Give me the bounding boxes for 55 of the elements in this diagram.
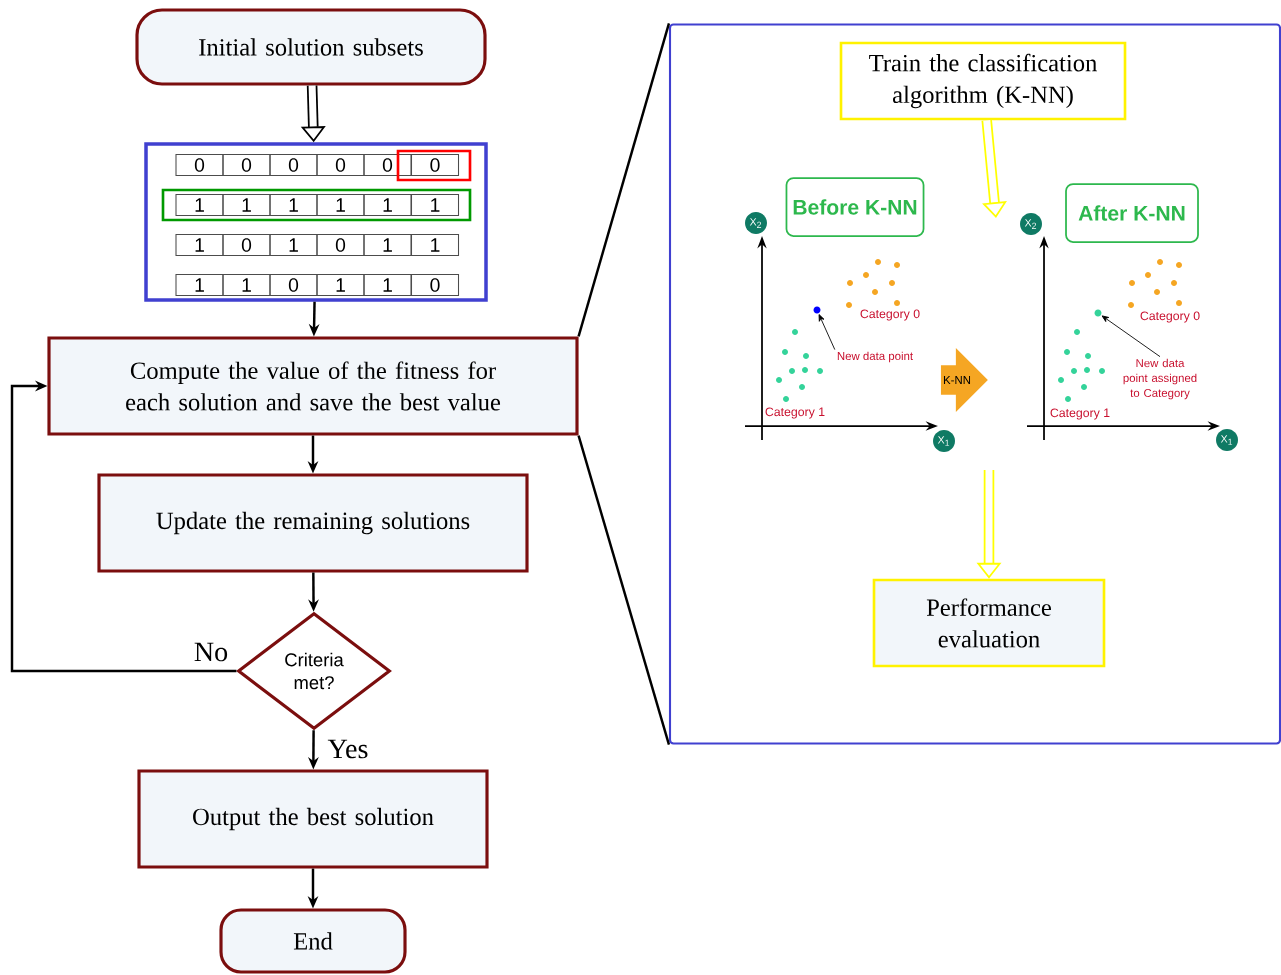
callout-text: New data point: [837, 351, 913, 363]
matrix-cell: 1: [175, 234, 224, 257]
edge-label: Yes: [327, 739, 368, 759]
leader-line: [1101, 315, 1161, 358]
heading-box: After K-NN: [1065, 183, 1199, 243]
category-label: Category 0: [1140, 311, 1200, 323]
data-point: [1094, 309, 1102, 317]
binary-matrix-box: [144, 142, 488, 302]
matrix-cell: 0: [269, 154, 318, 177]
matrix-cell: 0: [410, 154, 460, 177]
matrix-cell: 1: [316, 274, 365, 297]
axis-badge: X$_{2}$: [1020, 213, 1042, 235]
step-box: Train the classification algorithm (K-NN): [839, 41, 1127, 121]
matrix-cell: 0: [316, 234, 365, 257]
axis-badge: X$_{1}$: [933, 430, 955, 452]
matrix-cell: 0: [222, 234, 271, 257]
matrix-cell: 1: [363, 274, 412, 297]
heading-box: Before K-NN: [785, 177, 925, 237]
matrix-cell: 1: [175, 194, 224, 217]
matrix-cell: 1: [222, 274, 271, 297]
matrix-cell: 0: [269, 274, 318, 297]
matrix-cell: 1: [269, 194, 318, 217]
matrix-cell: 0: [363, 154, 412, 177]
edge-label: No: [194, 642, 228, 662]
arrow: [10, 380, 237, 673]
category-label: Category 1: [765, 407, 825, 419]
category-label: Category 1: [1050, 408, 1110, 420]
category-label: Category 0: [860, 309, 920, 321]
matrix-cell: 1: [316, 194, 365, 217]
axis-badge: X$_{1}$: [1216, 429, 1238, 451]
matrix-cell: 0: [316, 154, 365, 177]
process-box: Update the remaining solutions: [97, 473, 529, 573]
terminal-box: End: [219, 908, 407, 974]
terminal-box: Initial solution subsets: [135, 8, 487, 86]
arrow: [981, 119, 1007, 218]
process-box: Output the best solution: [137, 769, 489, 869]
zoom-panel: [668, 23, 1281, 745]
matrix-cell: 0: [222, 154, 271, 177]
process-box: Compute the value of the fitness for each solution and save the best value: [47, 336, 579, 436]
step-box: Performance evaluation: [872, 578, 1106, 668]
matrix-cell: 0: [175, 154, 224, 177]
callout-text: New data point assigned to Category: [1123, 358, 1197, 400]
axis-badge: X$_{2}$: [745, 212, 767, 234]
matrix-cell: 1: [269, 234, 318, 257]
matrix-cell: 1: [363, 234, 412, 257]
zoom-line: [577, 23, 671, 337]
leader-line: [818, 314, 836, 350]
zoom-line: [577, 435, 671, 745]
matrix-cell: 1: [410, 234, 460, 257]
matrix-cell: 1: [363, 194, 412, 217]
matrix-cell: 0: [410, 274, 460, 297]
matrix-cell: 1: [175, 274, 224, 297]
matrix-cell: 1: [410, 194, 460, 217]
matrix-cell: 1: [222, 194, 271, 217]
data-point: [813, 306, 821, 314]
